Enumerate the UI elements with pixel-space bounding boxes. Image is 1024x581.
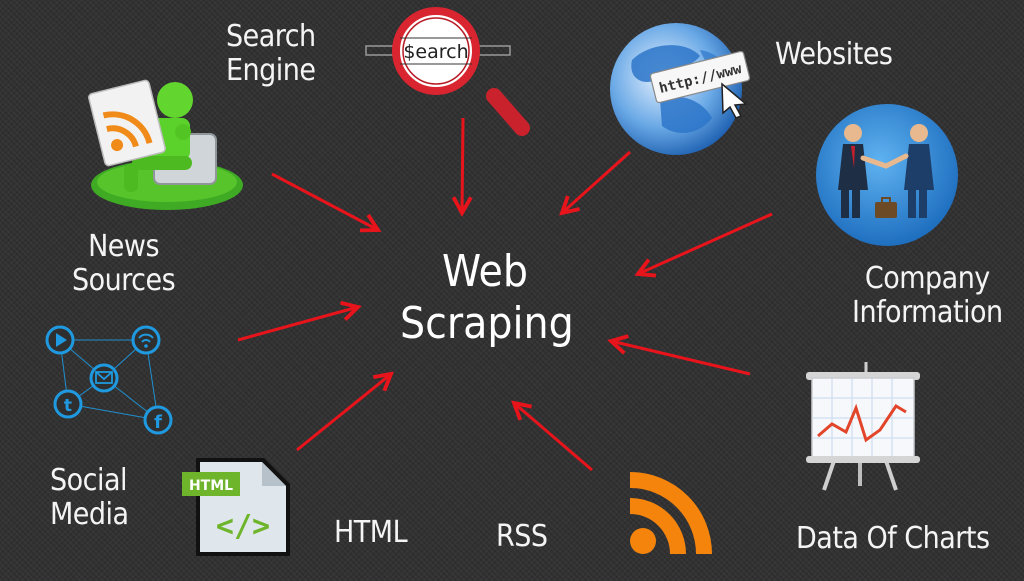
arrows <box>237 117 773 472</box>
label-company-line2: Information <box>852 295 1003 330</box>
label-social-media: Social Media <box>50 464 129 532</box>
label-news-line2: Sources <box>72 263 176 298</box>
globe-icon: http://www <box>610 23 751 155</box>
label-news-sources: News Sources <box>72 229 176 298</box>
svg-text:t: t <box>64 396 72 416</box>
label-search-engine-line2: Engine <box>226 53 316 88</box>
arrow-websites <box>562 150 632 213</box>
label-social-line2: Media <box>50 497 129 532</box>
code-glyph: </> <box>216 509 270 544</box>
arrow-rss <box>514 403 593 472</box>
label-news-line1: News <box>88 229 160 264</box>
label-search-engine: Search Engine <box>226 20 316 88</box>
handshake-icon <box>816 104 958 246</box>
rss-icon <box>629 472 712 555</box>
html-tag-text: HTML <box>189 478 233 494</box>
label-data-of-charts: Data Of Charts <box>796 521 990 556</box>
cursor-icon <box>721 82 748 119</box>
search-icon-text: $earch <box>403 41 468 63</box>
center-title-line2: Scraping <box>400 298 574 349</box>
center-title: Web Scraping <box>400 246 574 350</box>
label-social-line1: Social <box>50 463 128 498</box>
svg-text:f: f <box>154 412 162 433</box>
facebook-icon <box>143 405 173 435</box>
rss-small-icon <box>102 111 153 152</box>
briefcase-icon <box>875 202 897 218</box>
label-websites: Websites <box>775 37 893 72</box>
html-file-icon: HTML </> <box>182 458 290 556</box>
label-search-engine-line1: Search <box>226 19 316 54</box>
arrow-company <box>638 212 773 274</box>
chart-easel-icon <box>806 362 920 491</box>
twitter-icon <box>53 389 83 419</box>
magnifier-icon: $earch <box>365 7 530 136</box>
label-company-information: Company Information <box>852 262 1003 330</box>
label-html: HTML <box>334 515 408 550</box>
arrow-html <box>296 374 391 452</box>
label-company-line1: Company <box>864 261 990 296</box>
arrow-charts <box>611 341 751 376</box>
social-network-icon: t f <box>45 325 173 435</box>
label-rss: RSS <box>496 519 548 554</box>
arrow-search-engine <box>462 117 463 213</box>
arrow-news-sources <box>271 172 378 230</box>
news-reader-icon <box>88 79 243 210</box>
arrow-social-upper <box>237 307 358 342</box>
center-title-line1: Web <box>441 246 529 297</box>
